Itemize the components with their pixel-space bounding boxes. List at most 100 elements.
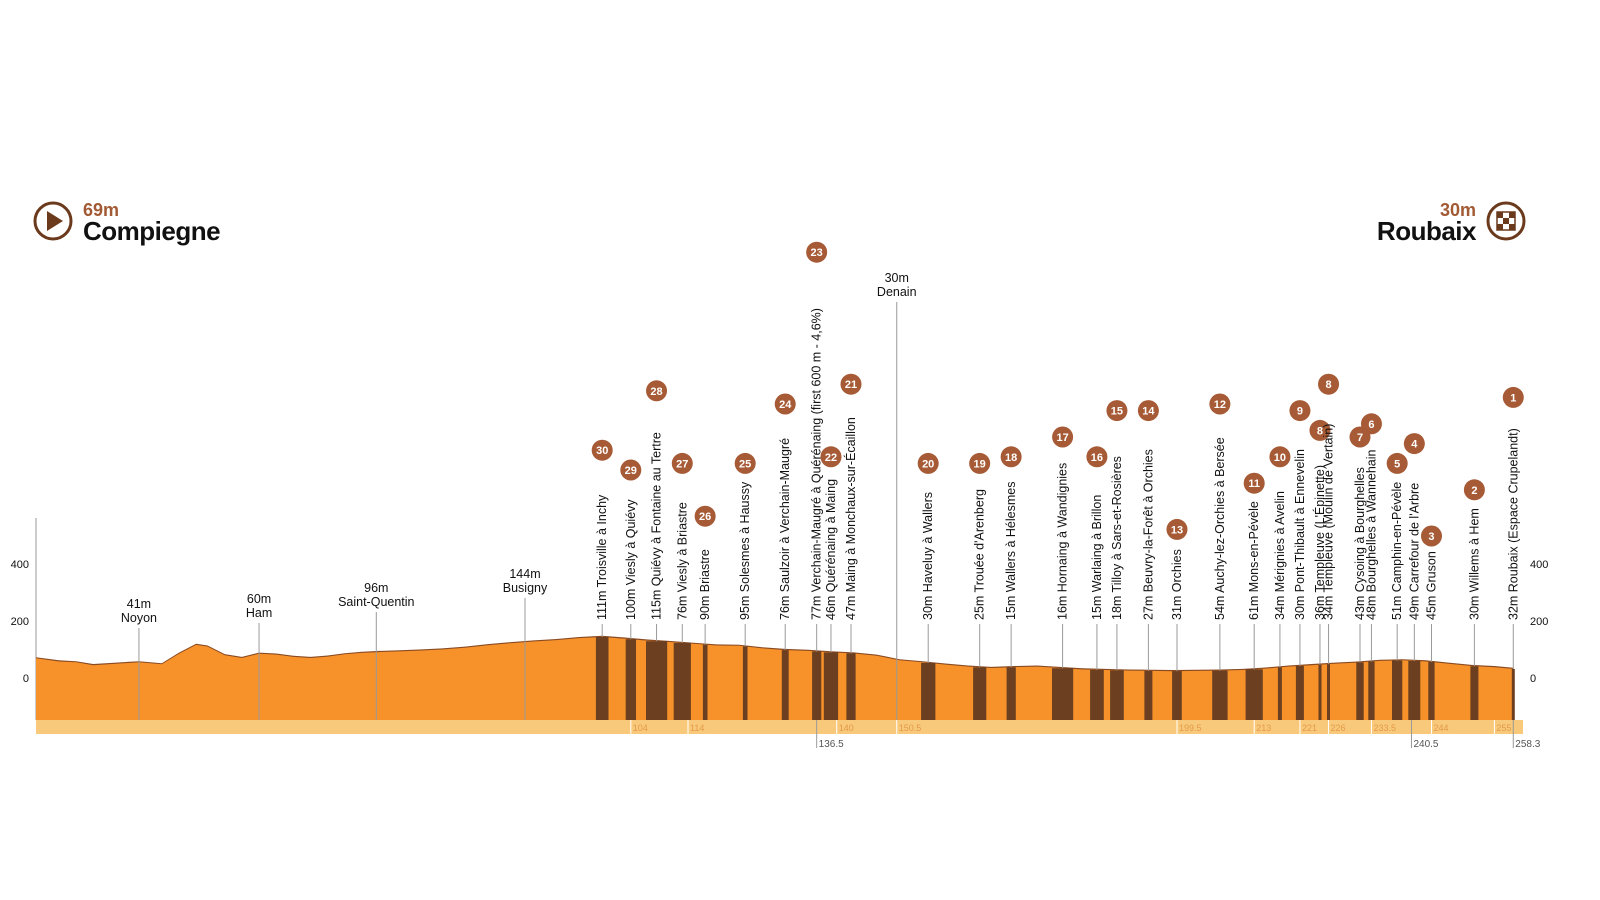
y-tick-left: 0 — [23, 673, 29, 685]
town-altitude: 60m — [247, 592, 271, 606]
sector-number: 9 — [1297, 406, 1303, 418]
sector-label: 31m Orchies — [1170, 549, 1184, 620]
x-tick-label: 213 — [1256, 723, 1271, 733]
sector-bar — [1144, 670, 1153, 720]
sector-number: 20 — [922, 458, 934, 470]
sector-label: 15m Wallers à Hélesmes — [1004, 482, 1018, 620]
sector-badge — [1052, 426, 1074, 448]
sector-bar — [1392, 660, 1403, 720]
x-tick-label: 226 — [1331, 723, 1346, 733]
sector-bar — [823, 652, 839, 720]
sector-bar — [846, 653, 856, 720]
sector-number: 8 — [1325, 379, 1331, 391]
finish-icon — [1486, 201, 1526, 241]
sector-number: 27 — [676, 458, 688, 470]
profile-area — [36, 637, 1514, 720]
sector-bar — [1245, 669, 1263, 720]
sector-number: 10 — [1274, 452, 1286, 464]
sector-number: 17 — [1056, 432, 1068, 444]
sector-bar — [625, 639, 636, 720]
sector-label: 16m Hornaing à Wandignies — [1056, 463, 1070, 620]
town-altitude: 30m — [885, 271, 909, 285]
town-name: Saint-Quentin — [338, 595, 414, 609]
sector-bar — [921, 662, 936, 720]
sector-badge — [1289, 400, 1311, 422]
town-altitude: 144m — [509, 567, 540, 581]
sector-bar — [646, 641, 668, 720]
sector-label: 76m Saulzoir à Verchain-Maugré — [778, 438, 792, 620]
x-tick-label: 255 — [1496, 723, 1511, 733]
sector-bar — [1511, 668, 1515, 720]
sector-bar — [1408, 660, 1421, 720]
x-tick-label: 114 — [690, 723, 704, 733]
y-tick-left: 400 — [11, 559, 29, 571]
sector-label: 90m Briastre — [698, 549, 712, 620]
sector-label: 115m Quiévy à Fontaine au Tertre — [650, 432, 664, 620]
sector-badge — [646, 380, 668, 402]
sector-label: 49m Carrefour de l'Arbre — [1407, 483, 1421, 620]
finish-name: Roubaix — [1376, 216, 1477, 246]
sector-badge — [1086, 446, 1108, 468]
sector-label: 54m Auchy-lez-Orchies à Bersée — [1213, 437, 1227, 620]
sector-number: 14 — [1142, 406, 1155, 418]
sector-badge — [969, 452, 991, 474]
town-altitude: 41m — [127, 597, 151, 611]
x-tick-label: 199.5 — [1179, 723, 1202, 733]
sector-label: 36m Templeuve (L'Épinette) — [1312, 465, 1327, 620]
sector-badge — [1166, 518, 1188, 540]
town-name: Noyon — [121, 611, 157, 625]
sector-label: 77m Verchain-Maugré à Quérénaing (first … — [810, 308, 824, 620]
sector-badge — [1269, 446, 1291, 468]
sector-badge — [1106, 400, 1128, 422]
sector-number: 28 — [650, 386, 662, 398]
x-tick-label: 244 — [1433, 723, 1448, 733]
sector-label: 15m Warlaing à Brillon — [1090, 495, 1104, 620]
sector-badge — [1137, 400, 1159, 422]
sector-badge — [1463, 479, 1485, 501]
sector-bar — [1277, 667, 1282, 720]
sector-number: 6 — [1368, 419, 1374, 431]
sector-number: 24 — [779, 399, 792, 411]
sector-bar — [1110, 670, 1124, 720]
sector-number: 25 — [739, 458, 751, 470]
sector-badge — [1318, 373, 1340, 395]
sector-number: 7 — [1357, 432, 1363, 444]
sector-bar — [1318, 664, 1322, 720]
sector-bar — [1327, 664, 1330, 720]
y-tick-right: 200 — [1530, 616, 1548, 628]
x-tick-label: 240.5 — [1413, 739, 1438, 750]
sector-number: 4 — [1411, 439, 1418, 451]
sector-bar — [1295, 665, 1304, 720]
start-altitude: 69m — [83, 200, 120, 220]
sector-badge — [806, 241, 828, 263]
x-tick-label: 136.5 — [819, 739, 844, 750]
sector-label: 18m Tilloy à Sars-et-Rosières — [1110, 456, 1124, 620]
sector-bar — [1172, 671, 1182, 720]
sector-label: 30m Willems à Hem — [1467, 508, 1481, 620]
sector-badge — [1209, 393, 1231, 415]
x-tick-label: 150.5 — [899, 723, 922, 733]
sector-bar — [1428, 662, 1435, 720]
sector-badge — [1420, 525, 1442, 547]
sector-bar — [973, 667, 987, 720]
sector-number: 2 — [1471, 485, 1477, 497]
sector-number: 13 — [1171, 524, 1183, 536]
sector-label: 51m Camphin-en-Pévèle — [1390, 482, 1404, 620]
sector-badge — [917, 452, 939, 474]
sector-label: 32m Roubaix (Espace Crupelandt) — [1506, 428, 1520, 620]
x-tick-label: 104 — [633, 723, 648, 733]
sector-badge — [774, 393, 796, 415]
sector-badge — [734, 452, 756, 474]
sector-number: 30 — [596, 445, 608, 457]
sector-number: 22 — [825, 452, 837, 464]
sector-badge — [591, 439, 613, 461]
sector-label: 34m Mérignies à Avelin — [1273, 491, 1287, 620]
sector-bar — [1090, 669, 1104, 720]
sector-badge — [840, 373, 862, 395]
sector-bar — [1212, 670, 1228, 720]
sector-badge — [1502, 386, 1524, 408]
x-tick-label: 233.5 — [1373, 723, 1396, 733]
sector-label: 61m Mons-en-Pévèle — [1247, 501, 1261, 620]
sector-label: 43m Cysoing à Bourghelles — [1353, 467, 1367, 620]
sector-label: 46m Quérénaing à Maing — [824, 479, 838, 620]
